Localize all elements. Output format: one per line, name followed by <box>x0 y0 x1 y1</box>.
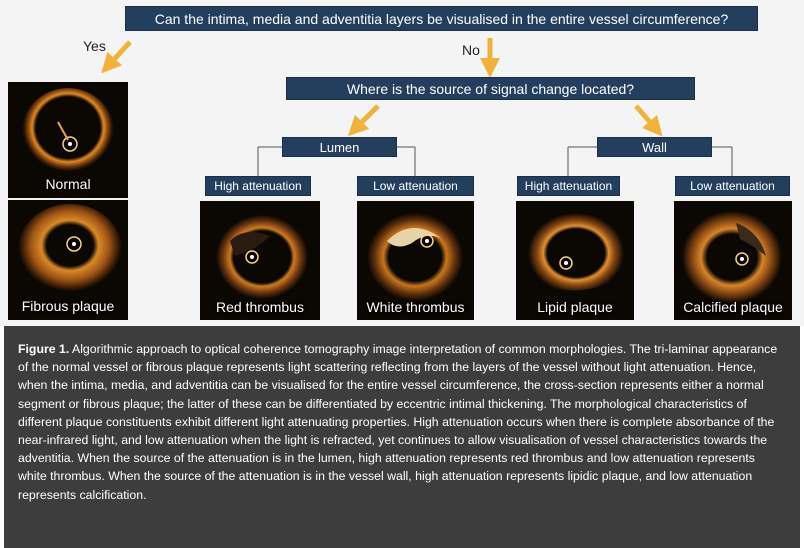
caption-label: Figure 1. <box>18 342 70 356</box>
figure-area: Can the intima, media and adventitia lay… <box>0 0 804 326</box>
answer-yes-label: Yes <box>83 38 106 54</box>
wall-box: Wall <box>597 137 712 157</box>
caption-text: Figure 1. Algorithmic approach to optica… <box>18 340 786 504</box>
lipid-plaque-label: Lipid plaque <box>537 299 613 315</box>
connector-lines <box>101 38 733 176</box>
red-thrombus-label: Red thrombus <box>216 299 304 315</box>
wall-low-attenuation-box: Low attenuation <box>675 176 790 196</box>
wall-high-attenuation-box: High attenuation <box>517 176 620 196</box>
fibrous-plaque-label: Fibrous plaque <box>21 298 115 314</box>
question-layers-box: Can the intima, media and adventitia lay… <box>125 6 758 31</box>
calcified-plaque-label: Calcified plaque <box>683 299 783 315</box>
yes-arrow <box>101 40 132 74</box>
white-thrombus-label: White thrombus <box>366 299 465 315</box>
figure-caption: Figure 1. Algorithmic approach to optica… <box>4 326 800 548</box>
red-thrombus-oct-image: Red thrombus <box>200 201 320 320</box>
lumen-arrow <box>347 104 380 137</box>
wall-branch-lines <box>567 146 733 176</box>
lumen-low-attenuation-box: Low attenuation <box>357 176 474 196</box>
question-source-box: Where is the source of signal change loc… <box>286 77 695 100</box>
lipid-plaque-oct-image: Lipid plaque <box>516 201 634 320</box>
answer-no-label: No <box>462 42 480 58</box>
fibrous-plaque-oct-image: Fibrous plaque <box>8 200 128 320</box>
lumen-high-attenuation-box: High attenuation <box>205 176 311 196</box>
lumen-box: Lumen <box>282 137 397 157</box>
caption-body: Algorithmic approach to optical coherenc… <box>18 342 778 502</box>
calcified-plaque-oct-image: Calcified plaque <box>674 201 792 320</box>
normal-oct-image: Normal <box>8 82 128 198</box>
normal-label: Normal <box>45 176 91 192</box>
wall-arrow <box>634 104 663 137</box>
lumen-branch-lines <box>257 146 416 176</box>
white-thrombus-oct-image: White thrombus <box>357 201 474 320</box>
